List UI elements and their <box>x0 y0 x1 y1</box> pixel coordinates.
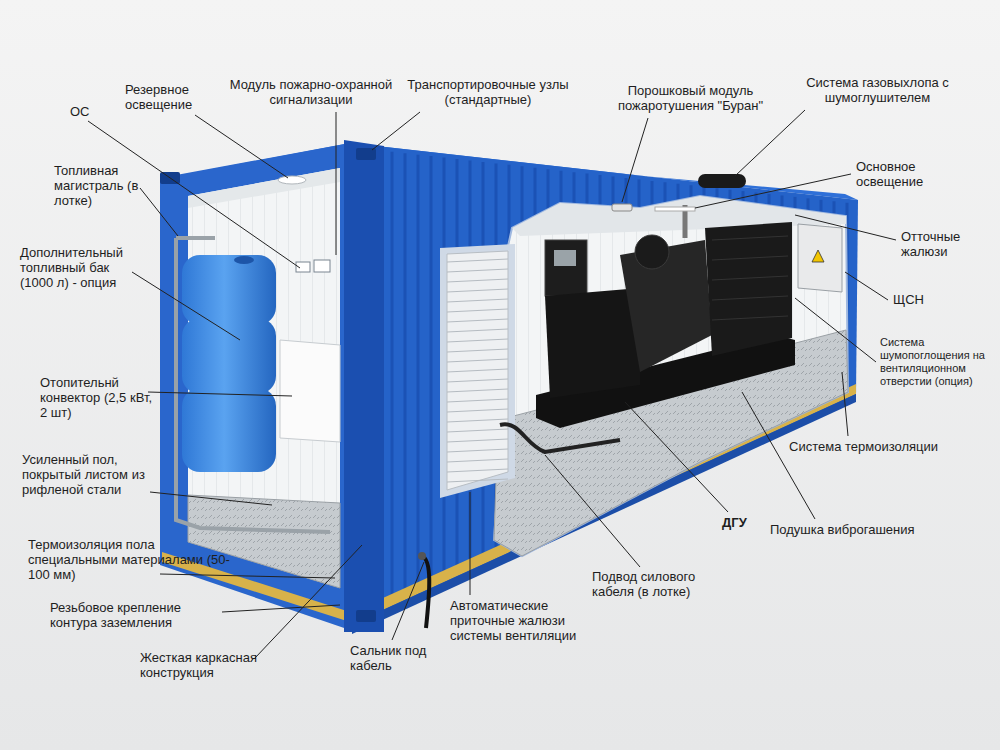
leader-line <box>470 492 471 595</box>
callout-label: ДГУ <box>722 515 767 530</box>
callout-label: Дополнительный топливный бак (1000 л) - … <box>20 245 140 290</box>
fuel-line <box>176 236 215 240</box>
leader-line <box>695 174 851 208</box>
leader-line <box>150 492 272 505</box>
leader-line <box>742 392 815 519</box>
cable <box>422 556 429 628</box>
callout-label: Термоизоляция пола специальными материал… <box>28 537 233 582</box>
leader-line <box>545 455 640 567</box>
ceiling <box>512 196 846 236</box>
callout-label: Модуль пожарно-охранной сигнализации <box>226 77 396 107</box>
muffler <box>698 174 746 188</box>
radiator-fins <box>712 236 788 320</box>
callout-label: Порошковый модуль пожаротушения "Буран" <box>598 83 783 113</box>
tank-cap <box>234 256 254 264</box>
alternator <box>545 288 640 398</box>
callout-label: Подвод силового кабеля (в лотке) <box>592 569 717 599</box>
leader-line <box>132 272 240 340</box>
callout-label: Резьбовое крепление контура заземления <box>50 600 215 630</box>
leader-line <box>845 272 888 300</box>
leader-line <box>372 112 420 150</box>
callout-label: Усиленный пол, покрытый листом из рифлен… <box>22 452 157 497</box>
leader-line <box>336 112 337 255</box>
leader-line <box>222 605 340 612</box>
leader-line <box>148 392 292 396</box>
callout-label: Система шумопоглощения на вентиляционном… <box>880 336 995 388</box>
leader-line <box>795 215 896 240</box>
leader-line <box>392 562 424 640</box>
wall-rib <box>404 153 407 600</box>
callout-label: Жесткая каркасная конструкция <box>140 650 280 680</box>
callout-label: Топливная магистраль (в лотке) <box>54 163 149 208</box>
leader-line <box>255 545 362 658</box>
intake-louver <box>447 251 508 490</box>
leader-line <box>622 118 648 202</box>
main-light <box>655 207 695 211</box>
alarm-module <box>314 260 330 272</box>
power-cable <box>500 424 620 452</box>
callout-label: Система термоизоляции <box>789 439 964 454</box>
louver-slats <box>447 259 508 482</box>
callout-label: ЩСН <box>893 292 943 307</box>
callout-label: Автоматические приточные жалюзи системы … <box>450 598 605 643</box>
wall-rib <box>430 156 433 588</box>
callout-label: Подушка виброгашения <box>770 522 945 537</box>
leader-line <box>735 110 805 176</box>
wall-rib <box>417 155 420 595</box>
fuel-tank <box>182 255 276 325</box>
callout-label: ОС <box>70 104 110 119</box>
leader-line <box>795 298 876 362</box>
callout-label: Основное освещение <box>856 159 951 189</box>
convector <box>280 340 340 442</box>
wall-rib <box>391 152 394 607</box>
leader-line <box>160 574 335 578</box>
corner-casting <box>356 610 376 622</box>
ceiling <box>188 168 340 208</box>
radiator <box>705 222 792 356</box>
fuel-tank <box>182 318 276 394</box>
callout-label: Отопительнй конвектор (2,5 кВт, 2 шт) <box>40 375 152 420</box>
leader-line <box>140 188 178 236</box>
leader-line <box>842 372 848 436</box>
louver-frame <box>440 244 515 498</box>
callout-label: Отточные жалюзи <box>901 229 986 259</box>
cutaway <box>494 196 848 556</box>
control-panel <box>545 240 587 296</box>
control-screen <box>554 250 576 266</box>
leader-line <box>195 115 288 178</box>
backup-light <box>278 176 306 184</box>
switchboard <box>798 224 842 292</box>
callout-label: Транспортировочные узлы (стандартные) <box>398 77 578 107</box>
front-side <box>350 143 858 630</box>
fire-module <box>612 204 632 211</box>
leader-line <box>625 402 728 512</box>
air-filter <box>635 235 669 269</box>
warning-sign <box>812 250 824 262</box>
fuel-tank <box>182 388 276 472</box>
callout-label: Система газовыхлопа с шумоглушителем <box>790 75 965 105</box>
cable-gland <box>418 552 426 560</box>
callout-label: Сальник под кабель <box>350 643 445 673</box>
callout-label: Резервное освещение <box>125 82 210 112</box>
